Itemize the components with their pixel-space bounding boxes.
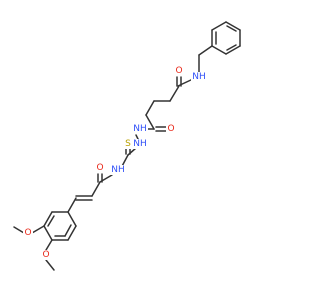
atom-label: NH (133, 139, 147, 149)
thiocarbonyl-sulfur: S (123, 139, 132, 149)
bond (13, 226, 25, 234)
bond (67, 197, 77, 213)
bond (45, 239, 53, 251)
bond (43, 211, 53, 227)
structure-canvas: O NH O NH NH S (13, 21, 241, 271)
bond (226, 44, 237, 51)
atom-label: NH (111, 165, 125, 175)
bond (91, 181, 101, 197)
methoxy-oxygen-1: O (23, 228, 33, 238)
amide-nitrogen-top: NH (191, 72, 206, 82)
atom-label: NH (192, 72, 206, 82)
bond (225, 45, 241, 55)
bond (198, 45, 213, 56)
hydrazide-oxygen: O (166, 124, 176, 134)
atom-label: NH (133, 124, 147, 134)
atom-label: S (125, 139, 131, 149)
atom-layer: O NH O NH NH S (23, 66, 206, 260)
hydrazide-nitrogen-1: NH (132, 124, 148, 134)
bond (145, 100, 155, 116)
atom-label: O (167, 124, 174, 134)
bond (127, 147, 137, 156)
bond (226, 25, 237, 32)
amide-oxygen-top: O (174, 66, 184, 76)
bond (45, 259, 55, 271)
atom-label: O (42, 250, 49, 260)
bond (43, 225, 53, 241)
bond (67, 225, 77, 241)
hydrazide-nitrogen-2: NH (132, 139, 148, 149)
bond (47, 215, 55, 227)
atom-label: O (96, 163, 103, 173)
thioamide-nitrogen: NH (110, 165, 126, 175)
bond (169, 85, 180, 102)
methoxy-oxygen-2: O (41, 250, 51, 260)
bond (67, 211, 77, 227)
bond-layer (13, 21, 241, 271)
atom-label: O (24, 228, 31, 238)
bond (64, 224, 72, 237)
bond (225, 21, 241, 31)
bond (145, 114, 155, 130)
acryl-oxygen: O (95, 163, 105, 173)
bond (211, 45, 227, 55)
bond (211, 21, 227, 31)
molecule-diagram: O NH O NH NH S (13, 21, 241, 271)
atom-label: O (175, 66, 182, 76)
bond (31, 225, 45, 234)
